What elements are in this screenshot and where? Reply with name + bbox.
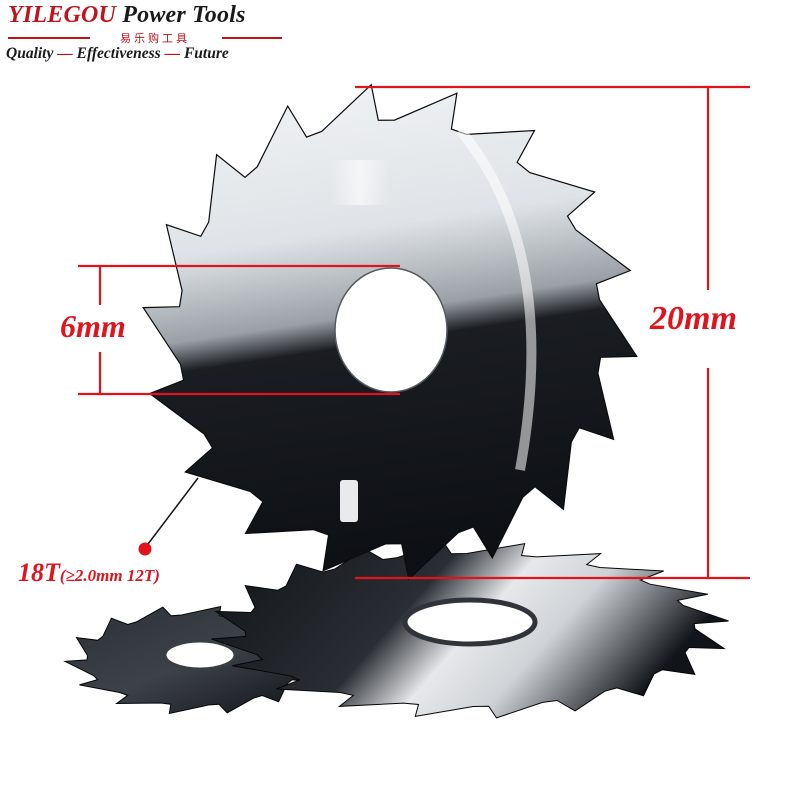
teeth-note: (≥2.0mm 12T): [59, 566, 160, 585]
teeth-leader: [138, 477, 199, 556]
brand-chinese-name: 易乐购工具: [120, 32, 190, 45]
bore-diameter-label: 6mm: [60, 308, 126, 344]
brand-suffix: Power Tools: [116, 2, 246, 28]
bore-hole: [334, 267, 448, 393]
brand-header: YILEGOU Power Tools 易乐购工具 Quality — Effe…: [0, 0, 300, 80]
teeth-count: 18T: [18, 558, 60, 587]
brand-name: YILEGOU: [8, 2, 117, 28]
blade-height-label: 20mm: [650, 300, 737, 337]
slogan-dash: —: [57, 45, 73, 62]
brand-title: YILEGOU Power Tools: [8, 2, 246, 29]
brand-slogan: Quality — Effectiveness — Future: [6, 45, 229, 63]
height-dimension-lines: [355, 85, 750, 580]
flat-saw-blade: [211, 541, 729, 719]
blade-logo-mark: [340, 480, 358, 522]
main-saw-blade: [142, 83, 638, 581]
slogan-word-1: Quality: [6, 45, 54, 62]
slogan-word-2: Effectiveness: [76, 45, 161, 62]
brand-divider-left: [8, 37, 90, 39]
slogan-dash: —: [164, 45, 181, 62]
teeth-count-label: 18T(≥2.0mm 12T): [18, 558, 160, 588]
bore-dimension-lines: [78, 264, 400, 396]
brand-divider-right: [222, 37, 282, 39]
slogan-word-3: Future: [183, 45, 229, 62]
